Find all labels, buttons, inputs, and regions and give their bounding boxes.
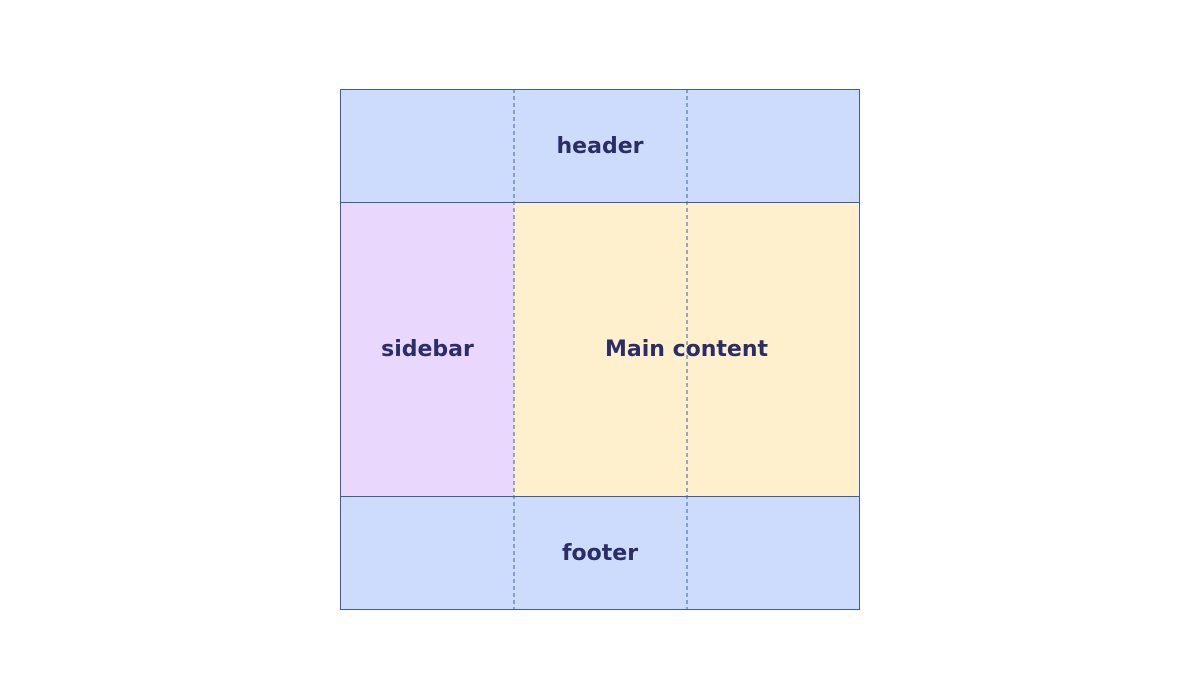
- main-content-area: Main content: [514, 203, 860, 496]
- main-content-label: Main content: [604, 337, 769, 362]
- header-area: header: [340, 89, 860, 203]
- footer-area: footer: [340, 496, 860, 610]
- sidebar-label: sidebar: [381, 337, 474, 362]
- sidebar-area: sidebar: [340, 203, 514, 496]
- header-label: header: [556, 133, 644, 159]
- layout-grid: header sidebar Main content footer: [340, 89, 860, 610]
- footer-label: footer: [561, 540, 639, 566]
